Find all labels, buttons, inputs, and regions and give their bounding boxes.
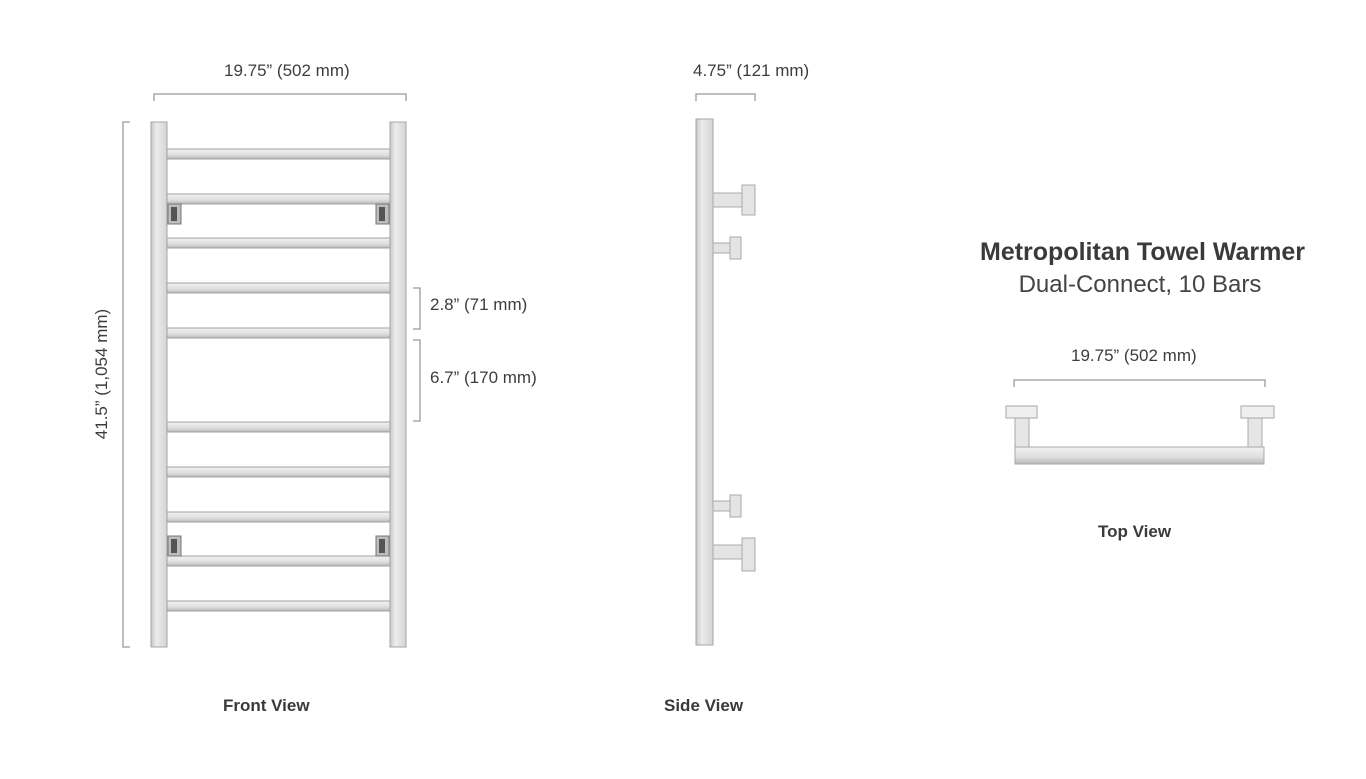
product-title: Metropolitan Towel Warmer bbox=[980, 238, 1306, 266]
side-depth-dimension: 4.75” (121 mm) bbox=[693, 61, 810, 80]
front-view-towel-warmer bbox=[150, 121, 407, 648]
top-width-dimension-line bbox=[1013, 379, 1266, 387]
front-height-dimension: 41.5” (1,054 mm) bbox=[92, 308, 111, 440]
front-width-dimension-line bbox=[153, 93, 407, 101]
bar-gap-dimension: 6.7” (170 mm) bbox=[430, 368, 537, 387]
top-width-dimension: 19.75” (502 mm) bbox=[1071, 346, 1197, 365]
front-height-dimension-line bbox=[122, 121, 130, 648]
front-view-label: Front View bbox=[223, 696, 310, 715]
bar-spacing-dimension: 2.8” (71 mm) bbox=[430, 295, 528, 314]
top-view-towel-warmer bbox=[1005, 405, 1275, 465]
side-view-label: Side View bbox=[664, 696, 744, 715]
side-view-towel-warmer bbox=[695, 118, 756, 646]
front-width-dimension: 19.75” (502 mm) bbox=[224, 61, 350, 80]
bar-spacing-dimension-line bbox=[413, 287, 421, 422]
side-depth-dimension-line bbox=[695, 93, 756, 101]
product-subtitle: Dual-Connect, 10 Bars bbox=[1018, 271, 1262, 298]
top-view-label: Top View bbox=[1098, 522, 1172, 541]
